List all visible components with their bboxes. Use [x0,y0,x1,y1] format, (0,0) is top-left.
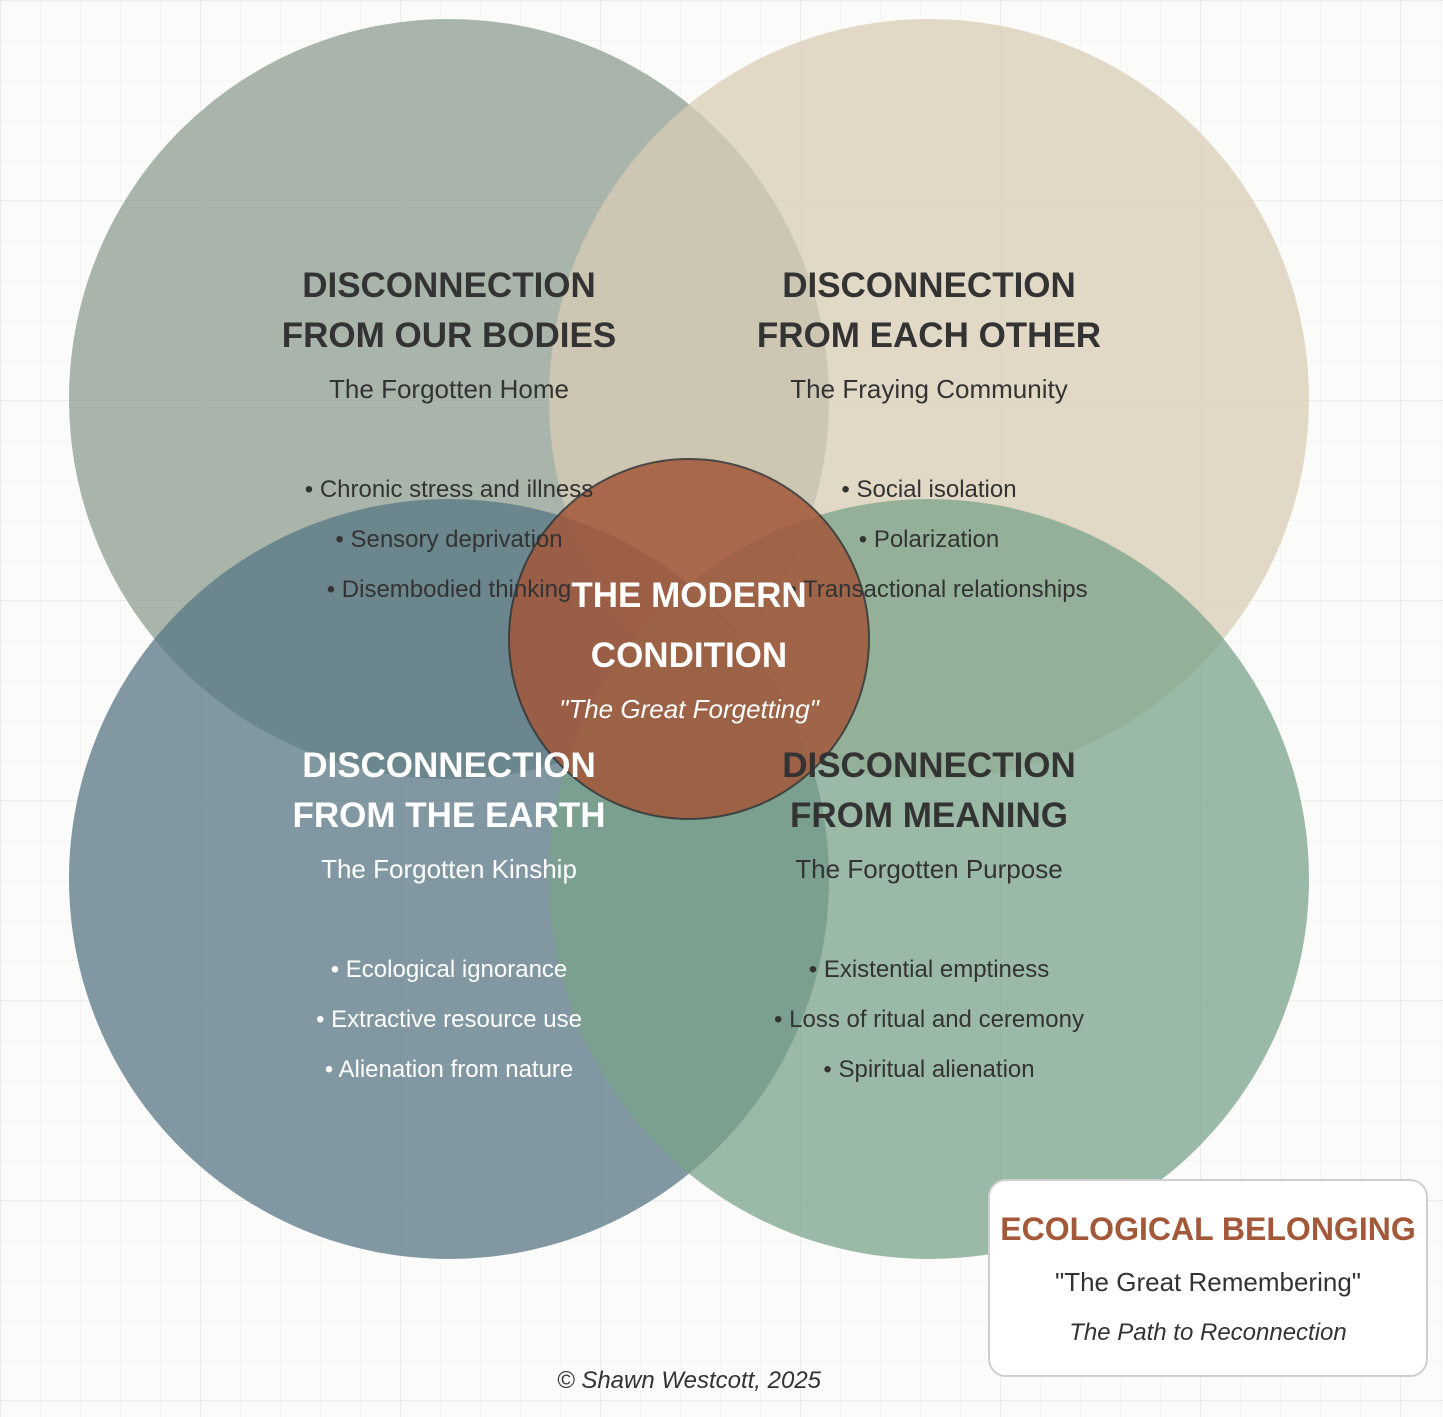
center-subtitle: "The Great Forgetting" [559,694,819,724]
each-other-bullet: • Transactional relationships [788,576,1088,603]
earth-bullet: • Ecological ignorance [330,956,568,983]
bodies-title-line1: DISCONNECTION [302,266,596,305]
legend-subtitle: "The Great Remembering" [1054,1267,1362,1297]
meaning-subtitle: The Forgotten Purpose [795,854,1063,884]
earth-bullet: • Alienation from nature [324,1056,574,1083]
center-title-line1: THE MODERN [571,576,807,615]
earth-title-line2: FROM THE EARTH [292,796,606,835]
earth-title-line1: DISCONNECTION [302,746,596,785]
each-other-title-line2: FROM EACH OTHER [756,316,1102,355]
bodies-bullet: • Disembodied thinking [326,576,572,603]
bodies-bullet: • Sensory deprivation [335,526,563,553]
meaning-title-line1: DISCONNECTION [782,746,1076,785]
meaning-title-line2: FROM MEANING [789,796,1069,835]
bodies-subtitle: The Forgotten Home [329,374,569,404]
meaning-bullet: • Spiritual alienation [823,1056,1035,1083]
bodies-title-line2: FROM OUR BODIES [281,316,617,355]
bodies-bullet: • Chronic stress and illness [304,476,594,503]
each-other-bullet: • Polarization [858,526,1000,553]
meaning-bullet: • Existential emptiness [808,956,1050,983]
meaning-bullet: • Loss of ritual and ceremony [774,1006,1084,1033]
copyright: © Shawn Westcott, 2025 [556,1367,822,1394]
earth-bullet: • Extractive resource use [316,1006,582,1033]
circle-center [508,458,870,820]
each-other-title-line1: DISCONNECTION [782,266,1076,305]
center-title-line2: CONDITION [590,636,788,675]
each-other-bullet: • Social isolation [841,476,1017,503]
legend-box: ECOLOGICAL BELONGING "The Great Remember… [988,1179,1428,1377]
earth-subtitle: The Forgotten Kinship [321,854,577,884]
each-other-subtitle: The Fraying Community [790,374,1068,404]
legend-note: The Path to Reconnection [1069,1319,1347,1346]
legend-title: ECOLOGICAL BELONGING [1000,1211,1416,1247]
